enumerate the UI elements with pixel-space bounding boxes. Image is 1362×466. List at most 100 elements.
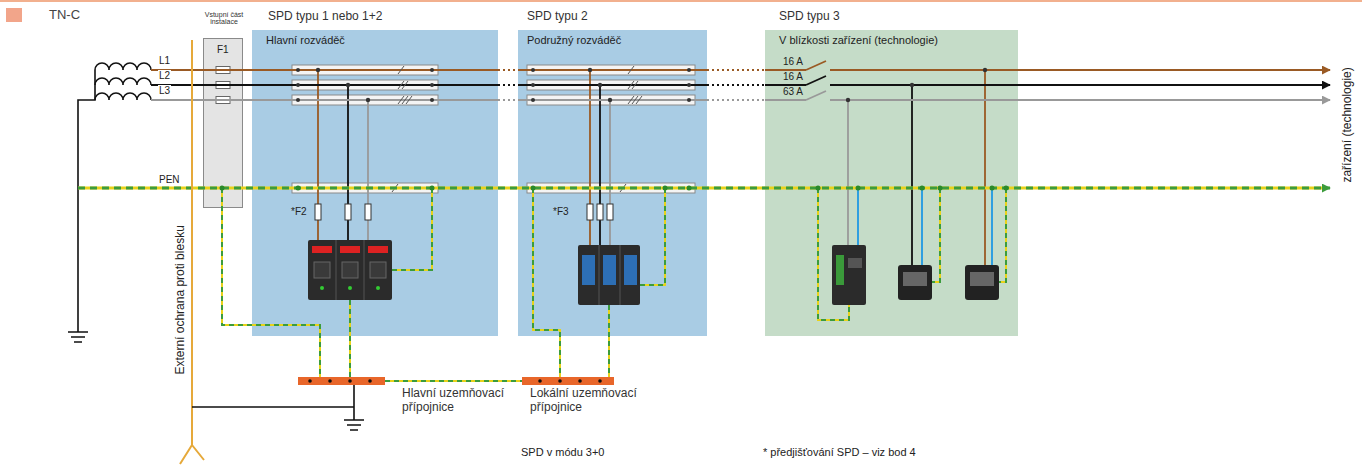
spd-type3-device <box>848 258 862 268</box>
header-rule <box>6 8 22 22</box>
lightning-protection <box>344 420 364 430</box>
spd-type1-device <box>336 240 364 300</box>
wire-label: 63 A <box>782 86 804 98</box>
spd-type2-device <box>599 245 620 305</box>
phase-dot <box>430 68 434 72</box>
phase-dot <box>608 98 612 102</box>
phase-wire-l3 <box>498 99 765 101</box>
spd-type1-device <box>342 262 358 278</box>
spd-fuse <box>597 204 603 220</box>
main-earth-bar: Hlavní uzemňovací přípojnice <box>298 377 385 385</box>
transformer-coils <box>95 78 151 85</box>
phase-dot <box>366 98 370 102</box>
busbar-slash <box>628 66 642 104</box>
earth-bar-dot <box>368 379 372 383</box>
terminal-dot <box>296 186 301 191</box>
pen-wire <box>78 187 1324 190</box>
phase-dot <box>687 68 691 72</box>
earth-bar-dot <box>598 379 602 383</box>
terminal-dot <box>856 186 861 191</box>
protective-earth-wire <box>349 300 351 377</box>
wire-label: L3 <box>158 85 171 97</box>
spd-fuse <box>587 204 593 220</box>
pen-wire <box>78 187 1330 190</box>
spd-type1-device <box>314 262 330 278</box>
busbar <box>292 95 438 105</box>
spd-type1-device <box>320 286 324 290</box>
busbar <box>527 183 695 193</box>
earth-bar-dot <box>308 379 312 383</box>
local-earth-bar: Lokální uzemňovací přípojnice <box>522 377 614 385</box>
wire-label: *F3 <box>552 206 570 218</box>
spd-type1-device <box>312 246 332 253</box>
lightning-protection <box>192 385 354 420</box>
phase-dot <box>910 83 914 87</box>
wire-label: 16 A <box>782 56 804 68</box>
spd-type1-device <box>370 262 386 278</box>
phase-wire-l1 <box>151 61 826 70</box>
busbar <box>292 65 695 193</box>
phase-dot <box>316 68 320 72</box>
phase-wire-l1 <box>318 70 985 265</box>
sub-panel: SPD typu 2Podružný rozváděč <box>518 30 707 336</box>
neutral-wire <box>858 188 992 265</box>
phase-wire-l1 <box>151 61 1330 265</box>
protective-earth-wire <box>222 188 1006 377</box>
phase-dot <box>430 98 434 102</box>
protective-earth-wire <box>999 188 1006 282</box>
spd-fuse <box>315 204 613 220</box>
phase-dot <box>846 98 850 102</box>
spd-type2-device <box>603 255 616 285</box>
spd-fuse <box>607 204 613 220</box>
entrance-box: Vstupní část instalace <box>203 38 243 208</box>
terminal-dot <box>1004 186 1009 191</box>
phase-wire-l3 <box>151 91 1330 245</box>
wire-label: 16 A <box>782 71 804 83</box>
wire-label: * předjišťování SPD – viz bod 4 <box>762 446 917 459</box>
terminal-dot <box>220 186 1009 191</box>
busbar <box>527 95 695 105</box>
busbar <box>292 183 438 193</box>
transformer-coils <box>78 70 95 332</box>
wire-label: *F2 <box>290 206 308 218</box>
phase-dot <box>531 98 535 102</box>
spd-type2-device <box>578 245 640 305</box>
terminal-dot <box>920 186 925 191</box>
phase-dot <box>296 68 987 102</box>
spd-type1-device <box>308 240 392 300</box>
terminal-dot <box>938 186 943 191</box>
lightning-protection <box>180 40 364 464</box>
phase-wire-l2 <box>498 84 765 86</box>
phase-dot <box>687 98 691 102</box>
spd-type3-device <box>970 272 994 286</box>
entrance-fuse <box>216 67 230 74</box>
wire-label: SPD v módu 3+0 <box>520 446 605 459</box>
busbar <box>527 80 695 90</box>
header-rule <box>0 0 1362 22</box>
spd-type3-device <box>832 245 866 305</box>
diagram-title: TN-C <box>48 8 81 23</box>
node-label: Lokální uzemňovací přípojnice <box>530 387 655 415</box>
phase-dot <box>430 83 434 87</box>
header-rule <box>0 0 1362 2</box>
protective-earth-wire <box>608 305 610 377</box>
protective-earth-wire <box>222 188 320 377</box>
transformer-coils <box>95 63 151 70</box>
busbar <box>292 80 438 90</box>
protective-earth-wire <box>222 188 1006 377</box>
vertical-label: zařízení (technologie) <box>1340 66 1354 183</box>
phase-wire-l3 <box>830 99 1330 101</box>
wire-label: F1 <box>216 44 230 56</box>
spd-type3-device <box>965 265 999 300</box>
terminal-dot <box>531 186 536 191</box>
node-label: Hlavní rozváděč <box>252 30 498 47</box>
phase-dot <box>983 68 987 72</box>
terminal-dot <box>220 186 225 191</box>
spd-type2-device <box>624 255 637 285</box>
node-label: V blízkosti zařízení (technologie) <box>765 30 1018 47</box>
spd-fuse <box>315 204 321 220</box>
node-label: Hlavní uzemňovací přípojnice <box>402 387 527 415</box>
vertical-label: Externí ochrana proti blesku <box>173 224 187 375</box>
spd-type1-device <box>340 246 360 253</box>
